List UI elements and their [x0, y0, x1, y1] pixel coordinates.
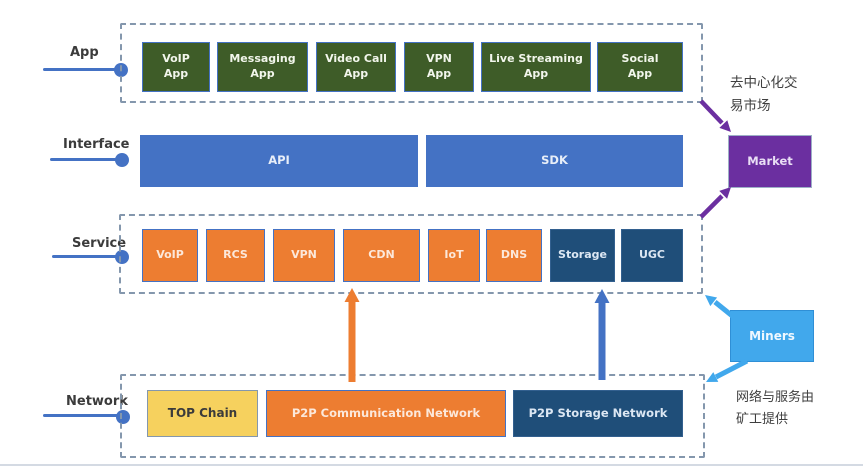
service-leader-line	[52, 255, 118, 258]
interface-leader-line	[50, 158, 118, 161]
service-box-iot: IoT	[428, 229, 480, 282]
app-layer-container	[120, 23, 703, 103]
miners-caption: 网络与服务由 矿工提供	[736, 390, 815, 428]
service-box-cdn: CDN	[343, 229, 420, 282]
interface-node-dot	[115, 153, 129, 167]
app-box-video-call-app: Video Call App	[316, 42, 396, 92]
miners-box: Miners	[730, 310, 814, 362]
arrow-storage-to-service	[594, 289, 610, 380]
service-box-voip: VoIP	[142, 229, 198, 282]
layer-label-network: Network	[66, 394, 128, 409]
network-leader-line	[43, 414, 119, 417]
network-layer-container	[120, 374, 705, 458]
service-box-vpn: VPN	[273, 229, 335, 282]
arrow-app-to-market	[699, 99, 731, 132]
app-box-live-streaming-app: Live Streaming App	[481, 42, 591, 92]
layer-label-interface: Interface	[63, 137, 130, 152]
service-box-storage: Storage	[550, 229, 615, 282]
service-box-dns: DNS	[486, 229, 542, 282]
network-box-p2p-storage: P2P Storage Network	[513, 390, 683, 437]
app-box-voip-app: VoIP App	[142, 42, 210, 92]
interface-box-sdk: SDK	[426, 135, 683, 187]
network-box-p2p-comm: P2P Communication Network	[266, 390, 506, 437]
service-node-dot	[115, 250, 129, 264]
app-box-messaging-app: Messaging App	[217, 42, 308, 92]
network-box-top-chain: TOP Chain	[147, 390, 258, 437]
interface-box-api: API	[140, 135, 418, 187]
arrow-miners-to-network	[706, 358, 749, 382]
app-box-social-app: Social App	[597, 42, 683, 92]
market-caption: 去中心化交 易市场	[730, 75, 798, 115]
service-layer-container	[119, 214, 703, 294]
arrow-service-to-market	[699, 187, 731, 219]
app-leader-line	[43, 68, 118, 71]
service-box-ugc: UGC	[621, 229, 683, 282]
layer-label-service: Service	[72, 236, 127, 251]
network-node-dot	[116, 410, 130, 424]
service-box-rcs: RCS	[206, 229, 265, 282]
layer-label-app: App	[70, 45, 99, 60]
window-bottom-edge	[0, 464, 863, 466]
app-box-vpn-app: VPN App	[404, 42, 474, 92]
arrow-comm-to-service	[344, 288, 360, 382]
market-box: Market	[728, 135, 812, 188]
